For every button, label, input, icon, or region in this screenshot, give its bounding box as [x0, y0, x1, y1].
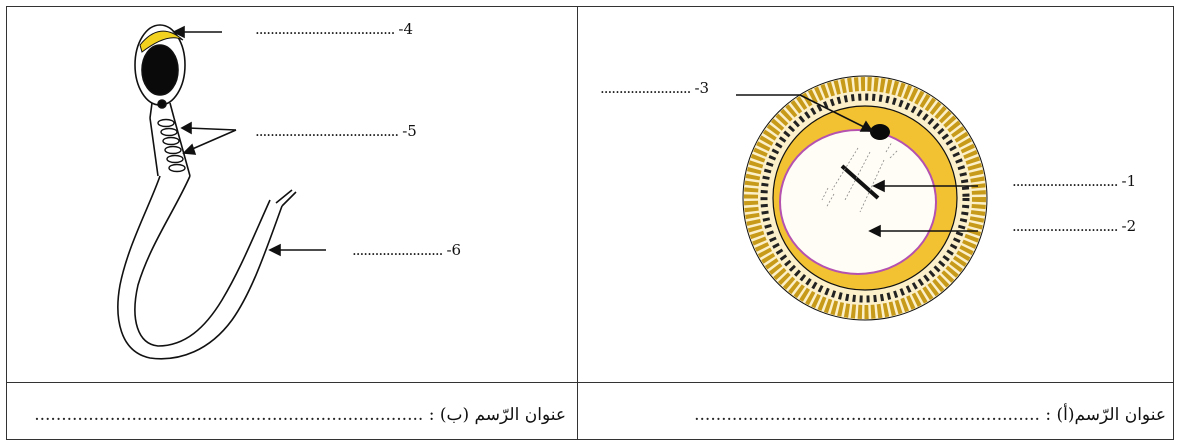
label-1: ............................-1 [1012, 172, 1136, 190]
label-5: ......................................-5 [255, 122, 417, 140]
cytoplasm [780, 130, 936, 274]
answer-blank-3[interactable]: ........................ [600, 79, 690, 97]
label-number-6: -6 [446, 241, 461, 259]
label-number-2: -2 [1122, 217, 1137, 235]
caption-a-title: عنوان الرّسم(أ) : [1045, 405, 1166, 425]
answer-blank-5[interactable]: ...................................... [255, 122, 398, 140]
sperm-nucleus [142, 45, 178, 95]
label-number-3: -3 [694, 79, 709, 97]
caption-b-title: عنوان الرّسم (ب) : [429, 405, 566, 425]
answer-blank-6[interactable]: ........................ [352, 241, 442, 259]
label-4: .....................................-4 [255, 20, 413, 38]
end-piece [276, 190, 296, 206]
label-3: ........................-3 [600, 79, 709, 97]
caption-b-blank[interactable]: ........................................… [34, 405, 423, 425]
label-number-5: -5 [402, 122, 417, 140]
polar-body [870, 124, 890, 140]
caption-a: عنوان الرّسم(أ) : ......................… [694, 405, 1166, 425]
label-number-1: -1 [1122, 172, 1137, 190]
caption-b: عنوان الرّسم (ب) : .....................… [34, 405, 566, 425]
sperm-tail-inner [135, 176, 270, 346]
sperm-diagram [118, 25, 296, 359]
ovum-diagram [743, 76, 987, 320]
label-2: ............................-2 [1012, 217, 1136, 235]
answer-blank-2[interactable]: ............................ [1012, 217, 1118, 235]
answer-blank-1[interactable]: ............................ [1012, 172, 1118, 190]
label-number-4: -4 [398, 20, 413, 38]
panel-b-arrows [174, 27, 326, 255]
centriole [158, 100, 166, 108]
label-6: ........................-6 [352, 241, 461, 259]
answer-blank-4[interactable]: ..................................... [255, 20, 394, 38]
caption-a-blank[interactable]: ........................................… [694, 405, 1040, 425]
sperm-tail-outer [118, 176, 282, 359]
